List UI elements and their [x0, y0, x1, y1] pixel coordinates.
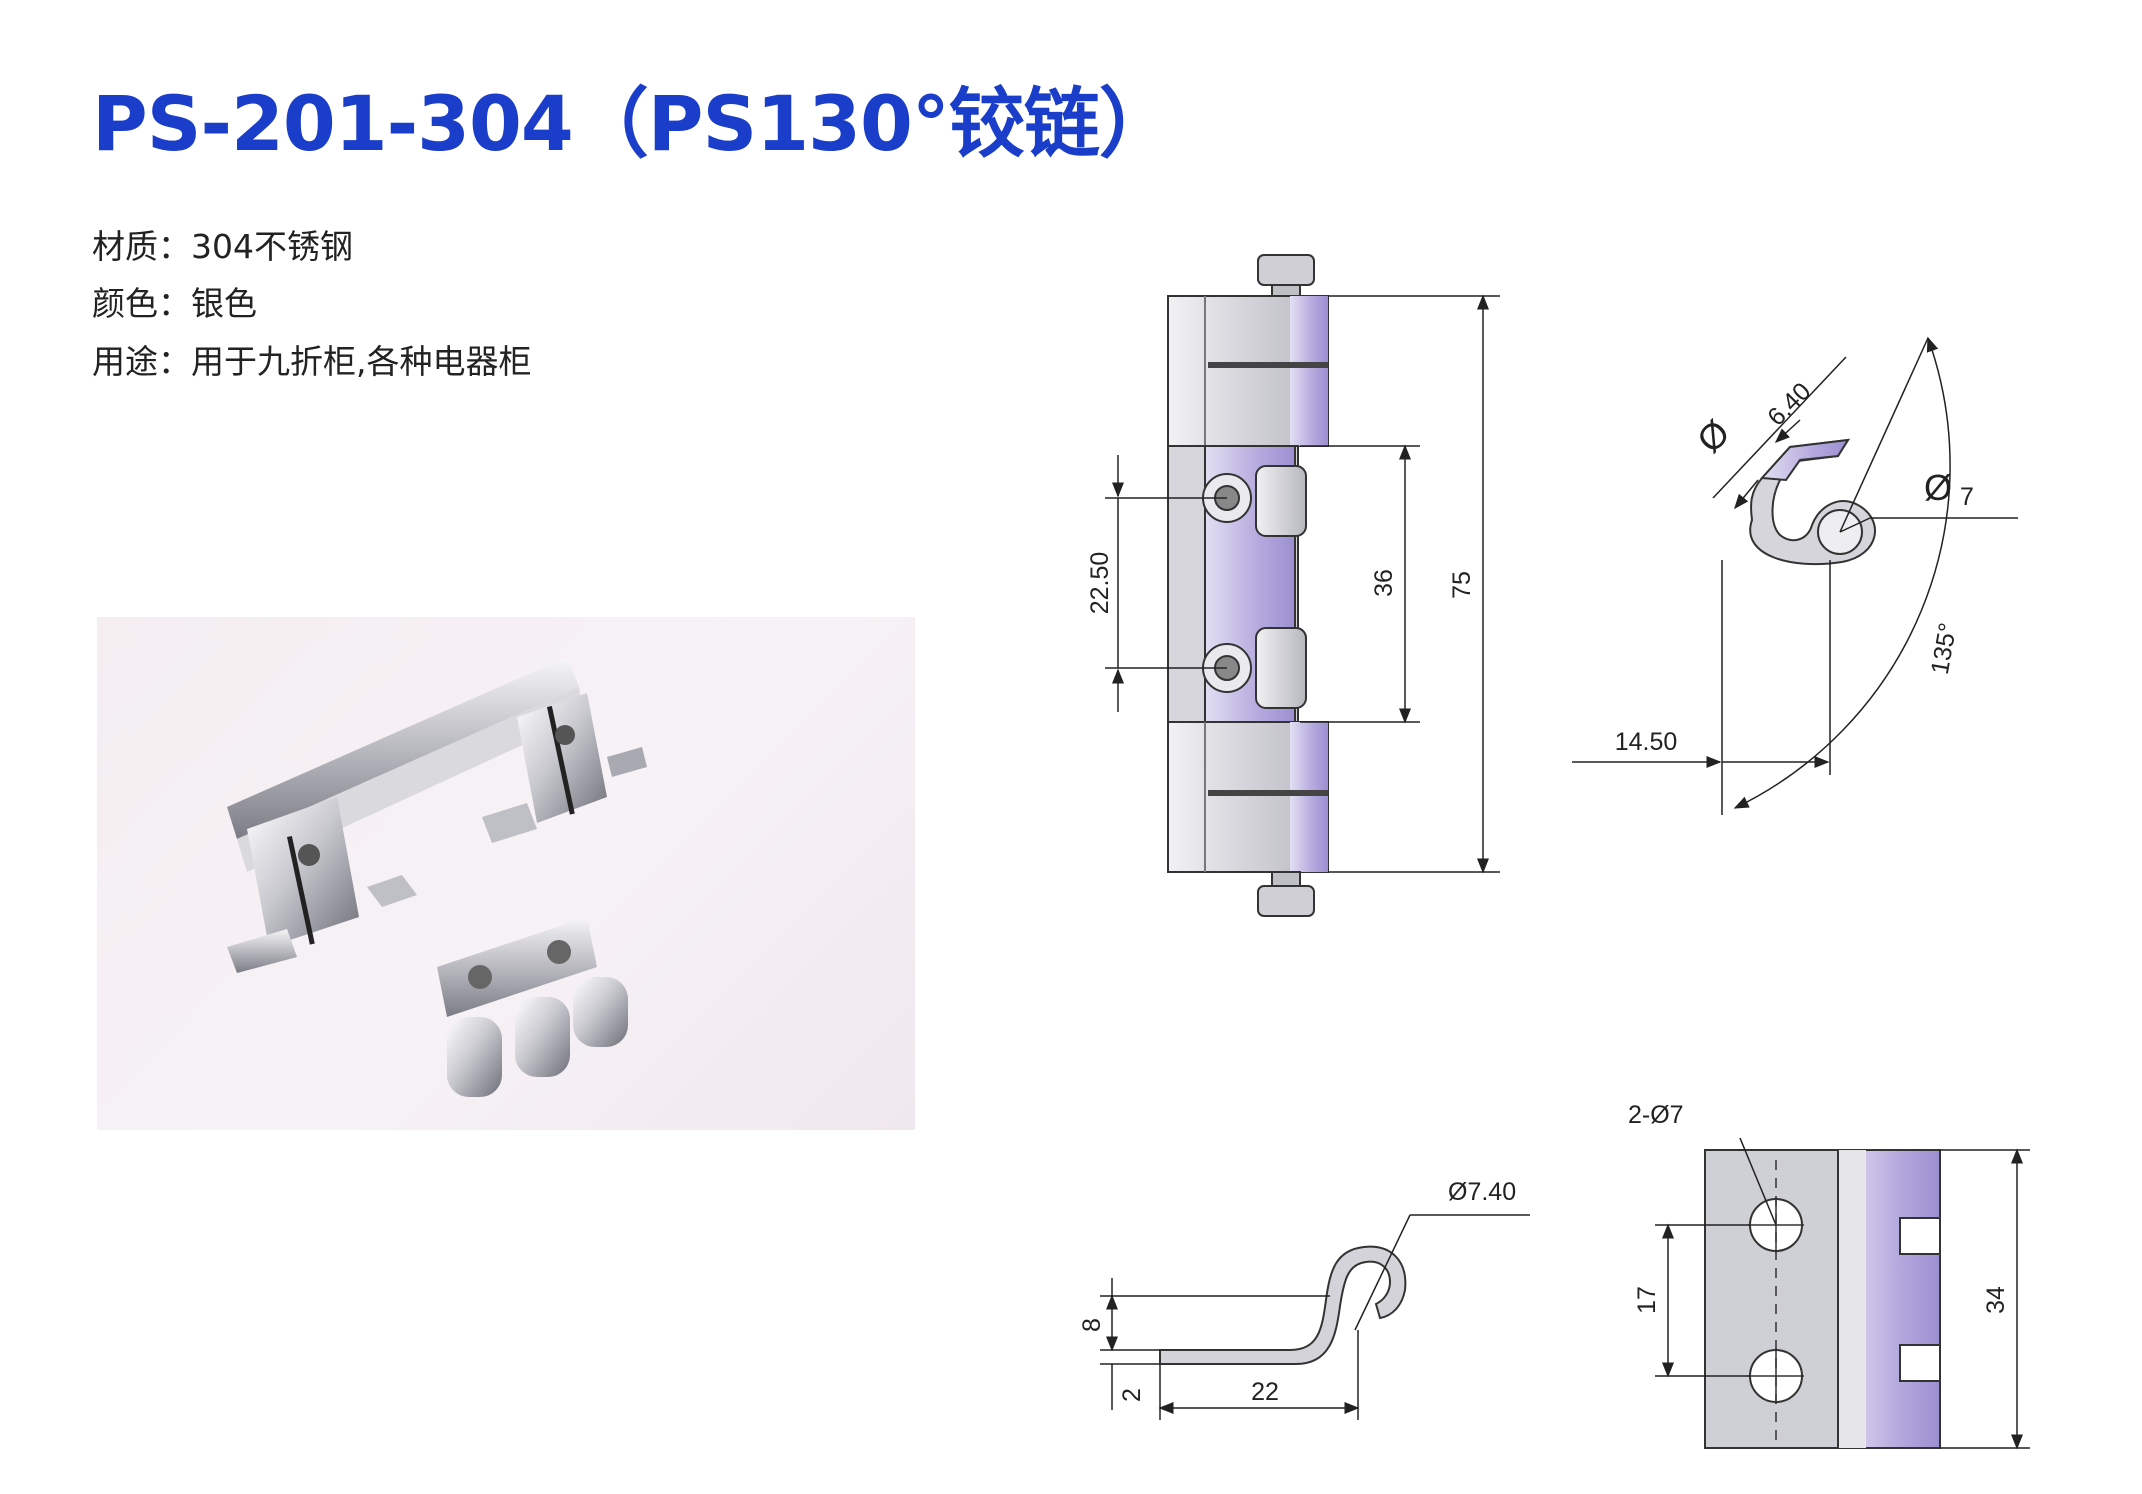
- dim-leaf-height: 8: [1078, 1318, 1106, 1332]
- front-view-drawing: 22.50 36 75: [1086, 254, 1500, 917]
- leaf-profile-drawing: Ø7.40 8 2 22: [1078, 1178, 1530, 1420]
- dim-side-hole: 7: [1960, 483, 1974, 511]
- dim-leaf-length: 22: [1251, 1378, 1279, 1406]
- spec-usage: 用途：用于九折柜,各种电器柜: [92, 342, 532, 381]
- dim-front-total: 75: [1448, 571, 1476, 599]
- dim-side-angle: 135°: [1926, 621, 1963, 677]
- dim-front-inner: 36: [1370, 569, 1398, 597]
- dim-side-offset: 14.50: [1615, 728, 1678, 756]
- dim-front-pitch: 22.50: [1086, 552, 1114, 615]
- spec-color: 颜色：银色: [92, 284, 257, 323]
- dim-plate-holes: 2-Ø7: [1628, 1101, 1684, 1129]
- plate-drawing: 2-Ø7 17 34: [1628, 1101, 2030, 1450]
- dim-side-thickness: 6.40: [1762, 377, 1816, 431]
- page-title: PS-201-304（PS130°铰链）: [92, 79, 1175, 168]
- hinge-photo-illustration: [227, 657, 647, 1097]
- dim-leaf-pin: Ø7.40: [1448, 1178, 1516, 1206]
- side-view-drawing: 6.40 Ø Ø 7 135° 14.50: [1572, 336, 2018, 815]
- dim-leaf-thick: 2: [1118, 1388, 1146, 1402]
- spec-material: 材质：304不锈钢: [92, 227, 353, 266]
- dim-plate-pitch: 17: [1633, 1286, 1661, 1314]
- dim-side-thickness-dia: Ø: [1689, 412, 1738, 461]
- product-photo: [97, 617, 915, 1130]
- dim-plate-height: 34: [1982, 1286, 2010, 1314]
